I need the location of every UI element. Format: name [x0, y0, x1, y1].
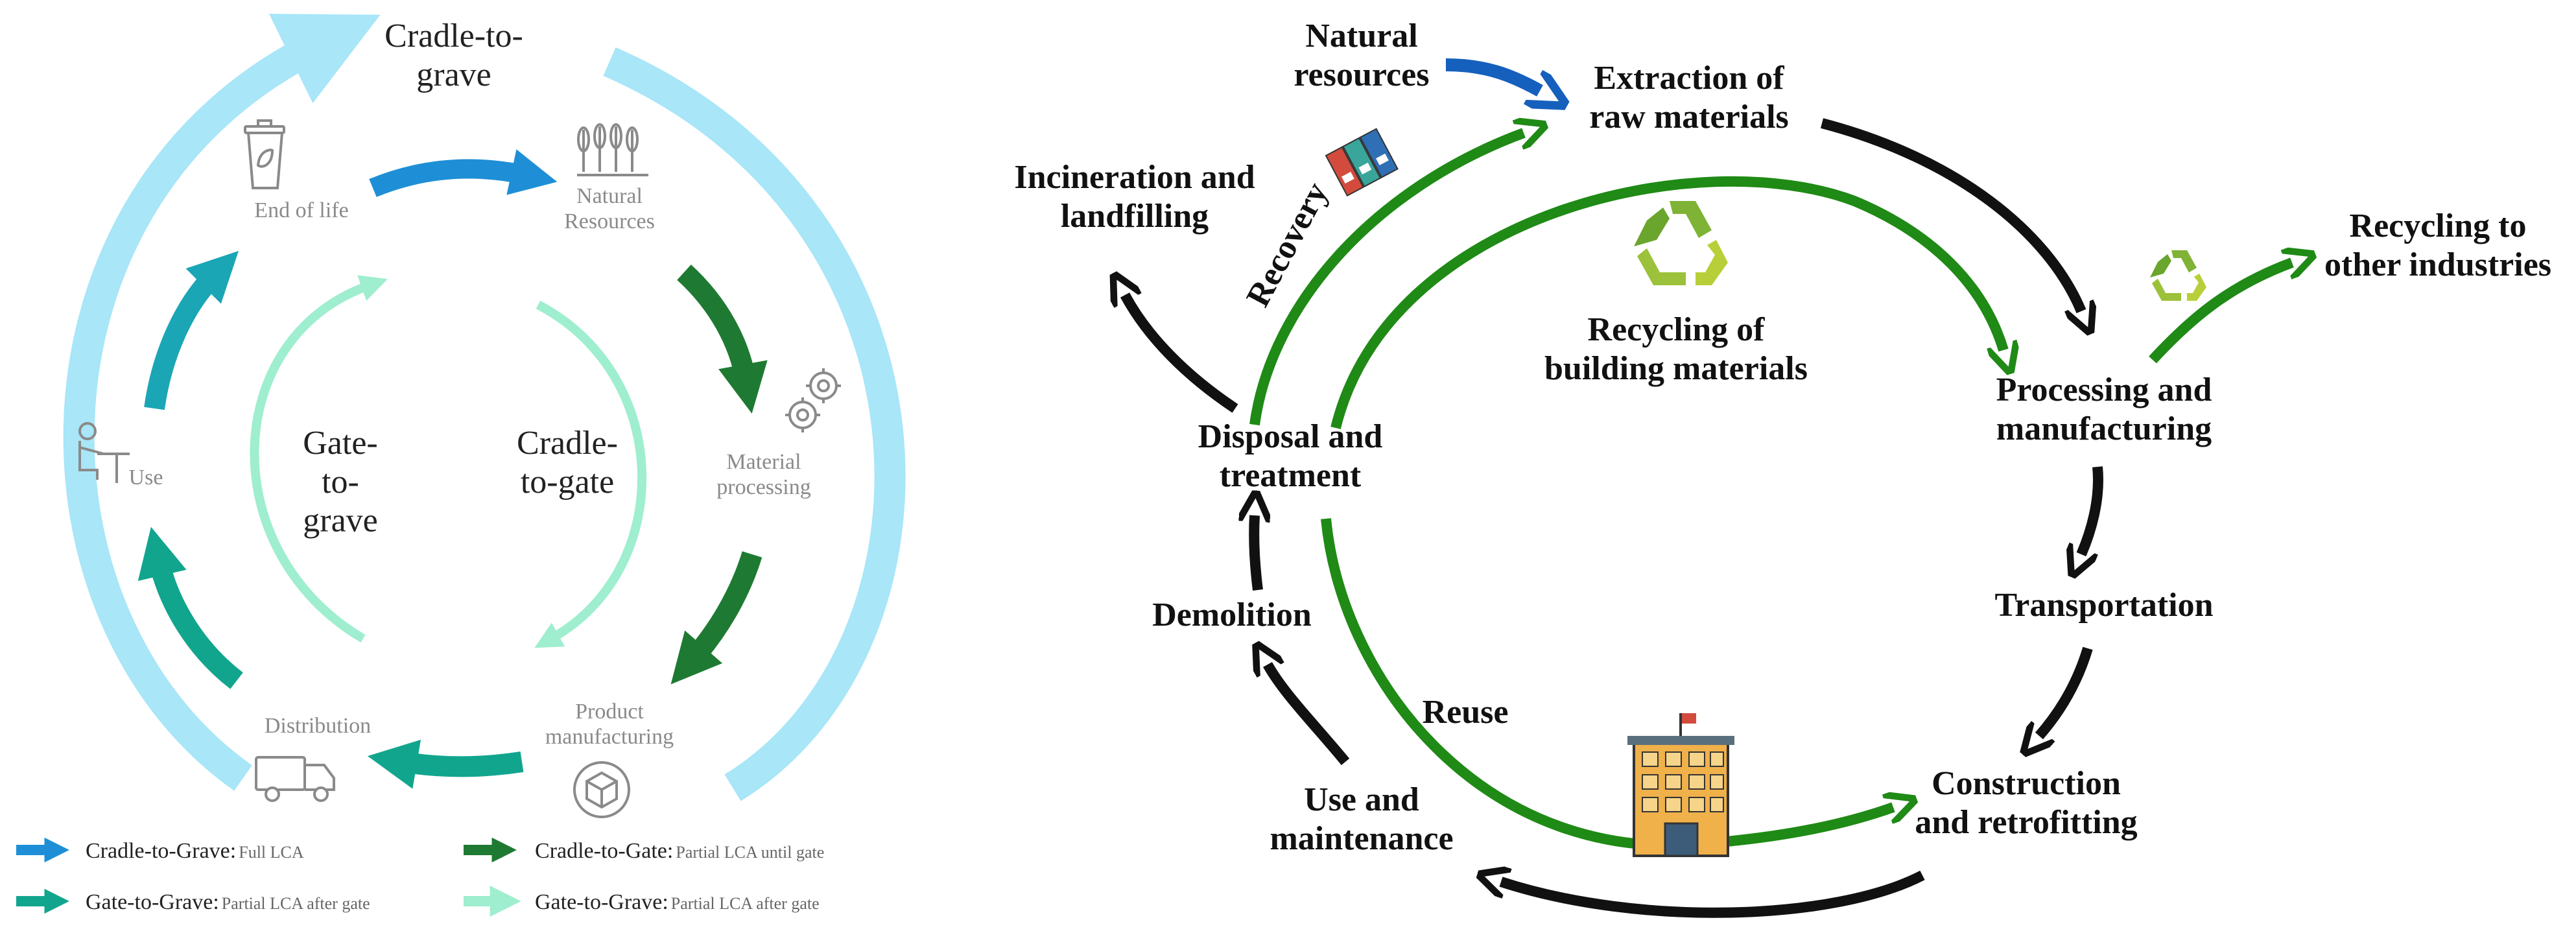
- legend-title: Gate-to-Grave:: [86, 890, 219, 914]
- inner-left-arc: [250, 275, 388, 643]
- arrow-extraction-to-processing: [1820, 118, 2081, 311]
- binders-icon: [1325, 128, 1399, 197]
- legend-item-cradle-to-grave: Cradle-to-Grave: Full LCA: [16, 837, 304, 863]
- label-reuse: Reuse: [1423, 694, 1509, 731]
- user-at-desk-icon: [78, 422, 130, 483]
- arrow-transport-to-construction: [2039, 646, 2093, 736]
- green-loop-recycling-arc: [1330, 176, 2003, 429]
- gears-icon: [785, 368, 841, 432]
- left-lca-panel: Cradle-to-grave Gate-to-grave Cradle-to-…: [16, 14, 906, 917]
- legend-title: Gate-to-Grave:: [535, 890, 668, 914]
- stage-distribution: Distribution: [265, 714, 371, 738]
- svg-text:Gate-to-Grave: Partial LCA aft: Gate-to-Grave: Partial LCA after gate: [86, 890, 370, 914]
- svg-text:Cradle-to-Grave: Full LCA: Cradle-to-Grave: Full LCA: [86, 839, 304, 863]
- truck-icon: [255, 756, 335, 802]
- legend-item-gate-to-grave-teal: Gate-to-Grave: Partial LCA after gate: [16, 888, 370, 914]
- arrow-processing-to-transport: [2081, 466, 2103, 554]
- stage-end-of-life: End of life: [254, 198, 348, 222]
- arrow-material-to-product: [670, 551, 762, 685]
- stage-use: Use: [129, 466, 163, 490]
- legend-title: Cradle-to-Gate:: [535, 839, 673, 863]
- legend-desc: Partial LCA after gate: [222, 894, 370, 913]
- arrow-natural-to-extraction: [1445, 58, 1540, 91]
- legend-desc: Partial LCA after gate: [671, 894, 820, 913]
- arrow-demolition-to-disposal: [1254, 515, 1258, 591]
- inner-right-arc: [534, 300, 646, 648]
- recycle-icon: [1634, 201, 1728, 285]
- arrow-disposal-to-incineration: [1125, 295, 1238, 413]
- recycle-small-icon: [2150, 250, 2206, 301]
- arrow-use-to-demolition: [1268, 665, 1350, 766]
- recycle-bin-icon: [244, 119, 285, 189]
- arrow-end-to-natural: [369, 149, 558, 197]
- cradle-to-grave-label: Cradle-to-grave: [384, 18, 523, 93]
- outer-ring-left-arc: [63, 14, 381, 791]
- legend-desc: Partial LCA until gate: [676, 843, 824, 862]
- legend: Cradle-to-Grave: Full LCA Cradle-to-Gate…: [16, 837, 824, 917]
- arrow-distribution-to-use: [137, 526, 243, 689]
- outer-ring-right-arc: [603, 47, 906, 801]
- arrow-product-to-distribution: [367, 739, 524, 789]
- label-recovery: Recovery: [1239, 176, 1335, 313]
- gate-to-grave-label: Gate-to-grave: [303, 425, 377, 539]
- label-transportation: Transportation: [1994, 587, 2213, 624]
- arrow-natural-to-material: [677, 265, 768, 414]
- legend-title: Cradle-to-Grave:: [86, 839, 236, 863]
- cradle-to-gate-label: Cradle-to-gate: [517, 425, 618, 501]
- legend-item-gate-to-grave-light: Gate-to-Grave: Partial LCA after gate: [464, 886, 820, 917]
- building-icon: [1627, 713, 1734, 857]
- package-icon: [573, 761, 630, 818]
- green-reuse-arc: [1321, 518, 1893, 851]
- legend-item-cradle-to-gate: Cradle-to-Gate: Partial LCA until gate: [464, 837, 824, 863]
- arrow-construction-to-use: [1501, 875, 1925, 918]
- label-demolition: Demolition: [1152, 596, 1312, 633]
- wheat-icon: [577, 123, 648, 176]
- svg-text:Cradle-to-Gate: Partial LCA un: Cradle-to-Gate: Partial LCA until gate: [535, 839, 824, 863]
- svg-text:Gate-to-Grave: Partial LCA aft: Gate-to-Grave: Partial LCA after gate: [535, 890, 820, 914]
- green-recovery-arc: [1249, 133, 1524, 426]
- green-to-other-industries: [2149, 263, 2292, 364]
- legend-desc: Full LCA: [239, 843, 304, 862]
- arrow-use-to-end: [144, 250, 239, 410]
